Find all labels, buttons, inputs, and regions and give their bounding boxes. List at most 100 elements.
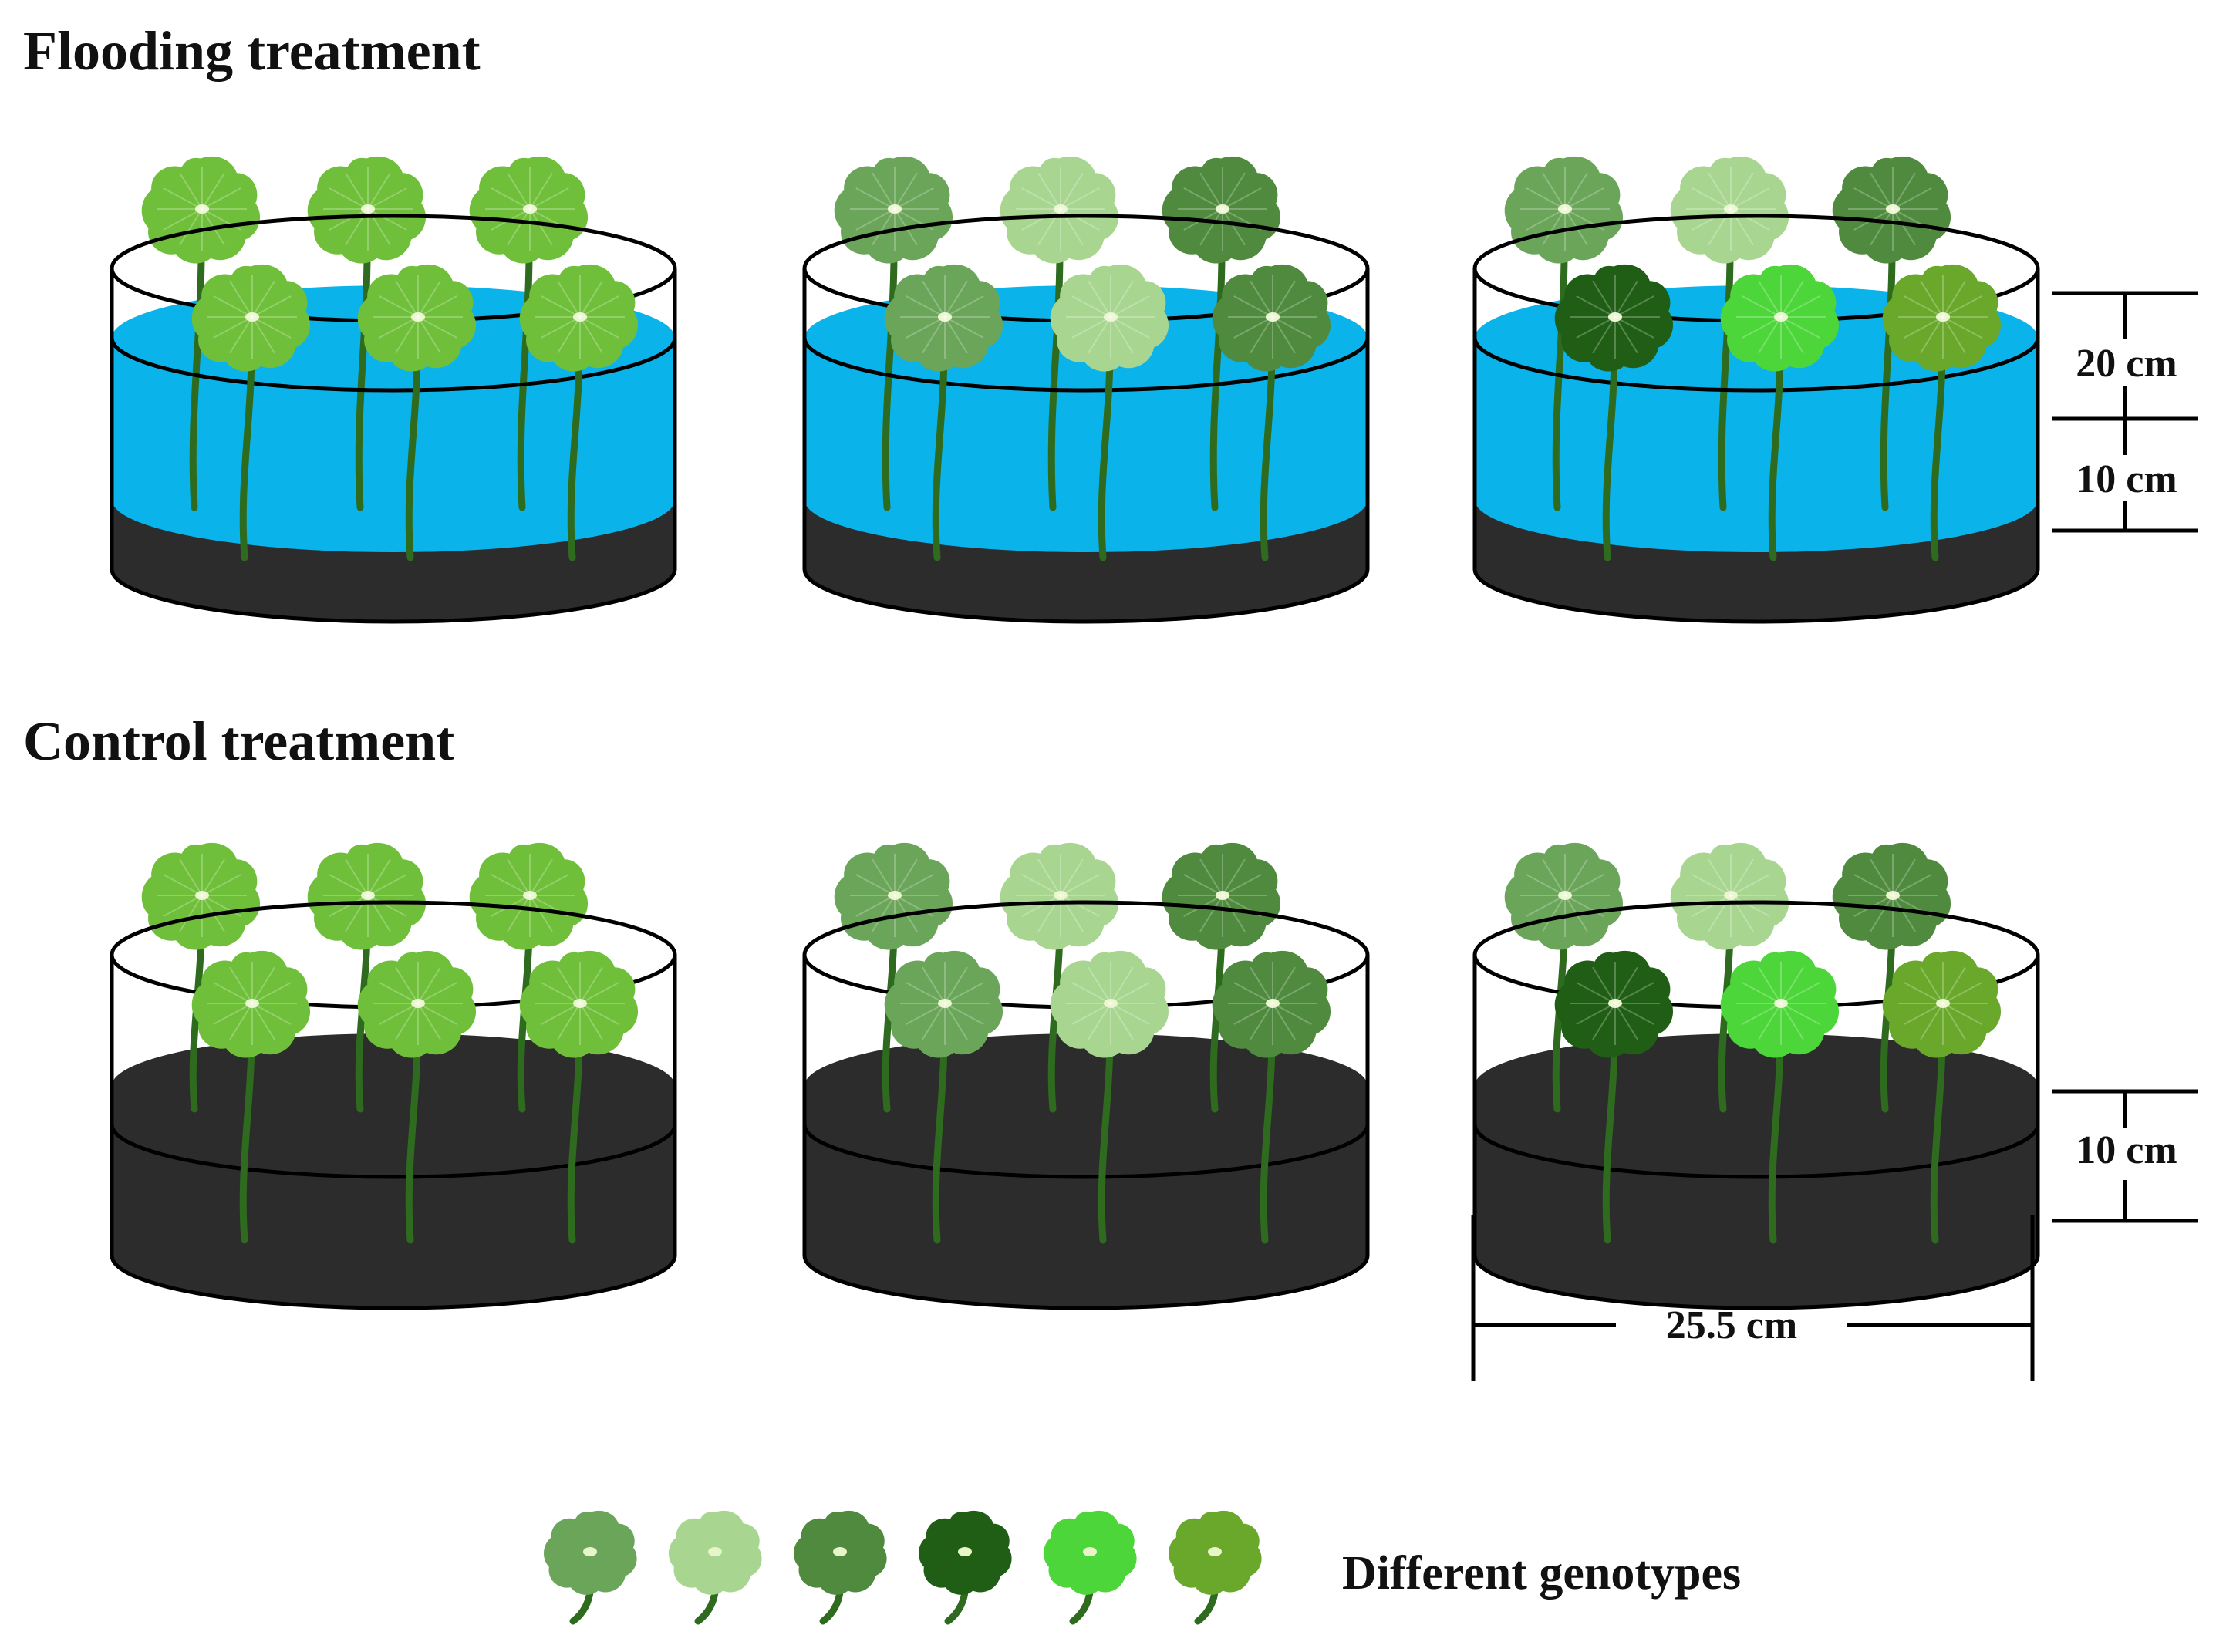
leaf-vein — [1614, 1003, 1638, 1040]
leaf-center — [1886, 204, 1900, 214]
leaf-vein — [491, 874, 531, 896]
leaf-vein — [1780, 316, 1820, 339]
leaf-vein — [1233, 295, 1273, 318]
leaf-vein — [1272, 316, 1296, 354]
leaf-vein — [529, 858, 553, 896]
leaf-vein — [1037, 858, 1061, 896]
leaf-vein — [1592, 280, 1616, 318]
leaf-vein — [1780, 280, 1804, 318]
leaf-vein — [529, 208, 553, 246]
leaf-vein — [529, 187, 569, 210]
leaf-vein — [1942, 1003, 1982, 1025]
leaf-vein — [1904, 982, 1944, 1004]
leaf-vein — [1060, 895, 1100, 917]
legend-genotype-2-icon — [668, 1510, 762, 1625]
leaf-vein — [417, 966, 441, 1004]
leaf-vein — [855, 874, 896, 896]
leaf-vein — [1233, 316, 1273, 339]
leaf-vein — [1780, 982, 1820, 1004]
leaf-vein — [1614, 982, 1654, 1004]
front-plant — [191, 950, 311, 1244]
leaf-vein — [1708, 172, 1732, 210]
leaf-vein — [922, 966, 946, 1004]
leaf-vein — [1576, 295, 1616, 318]
leaf-vein — [1183, 874, 1223, 896]
legend-genotype-5-icon — [1043, 1510, 1137, 1625]
leaf-center — [1608, 999, 1622, 1008]
leaf-vein — [379, 982, 419, 1004]
leaf-vein — [541, 295, 581, 318]
leaf-vein — [541, 1003, 581, 1025]
control-pot-2 — [802, 842, 1370, 1310]
soil-depth-label: 10 cm — [2076, 457, 2177, 501]
leaf-vein — [1742, 982, 1782, 1004]
leaf-vein — [1730, 172, 1754, 210]
leaf-vein — [1576, 982, 1616, 1004]
leaf-vein — [329, 874, 369, 896]
leaf-center — [938, 999, 952, 1008]
leaf-center — [1104, 999, 1118, 1008]
leaf-vein — [579, 1003, 619, 1025]
diameter-bracket — [1471, 1215, 2035, 1381]
leaf-vein — [1110, 966, 1134, 1004]
leaf-vein — [894, 172, 918, 210]
leaf-vein — [579, 1003, 603, 1040]
pot-bottom — [110, 1255, 677, 1310]
leaf-vein — [229, 966, 253, 1004]
leaf-vein — [872, 858, 896, 896]
leaf-vein — [1110, 280, 1134, 318]
leaf-vein — [1272, 1003, 1312, 1025]
leaf-vein — [906, 1003, 946, 1025]
leaf-vein — [1272, 280, 1296, 318]
leaf-center — [523, 891, 537, 900]
leaf-vein — [1870, 172, 1894, 210]
leaf-vein — [367, 895, 407, 917]
leaf-vein — [1564, 187, 1604, 210]
leaf-vein — [1060, 858, 1084, 896]
leaf-vein — [491, 187, 531, 210]
leaf-vein — [557, 316, 581, 354]
leaf-vein — [417, 316, 457, 339]
control-pot-1 — [110, 842, 677, 1310]
leaf-vein — [855, 187, 896, 210]
leaf-center — [1558, 204, 1572, 214]
leaf-vein — [1692, 895, 1732, 917]
front-plant — [1720, 264, 1840, 561]
leaf-vein — [163, 895, 203, 917]
leaf-vein — [1904, 316, 1944, 339]
control-dimension-bracket — [2052, 1089, 2198, 1223]
leaf-center — [1216, 891, 1229, 900]
leaf-vein — [894, 187, 934, 210]
leaf-vein — [529, 874, 569, 896]
leaf-vein — [1250, 966, 1273, 1004]
leaf-vein — [1060, 187, 1100, 210]
soil-layer — [112, 1086, 675, 1308]
pot-bottom — [1472, 1255, 2040, 1310]
leaf-vein — [1071, 982, 1111, 1004]
leaf-vein — [1708, 858, 1732, 896]
leaf-center — [708, 1547, 722, 1556]
leaf-vein — [906, 982, 946, 1004]
leaf-center — [958, 1547, 972, 1556]
front-plant — [884, 264, 1003, 561]
back-plant — [1504, 156, 1624, 511]
leaf-vein — [1853, 874, 1894, 896]
leaf-center — [1216, 204, 1229, 214]
leaf-vein — [1758, 280, 1782, 318]
leaf-vein — [1614, 966, 1638, 1004]
leaf-vein — [894, 874, 934, 896]
leaf-vein — [1564, 172, 1588, 210]
leaf-vein — [417, 982, 457, 1004]
leaf-vein — [1730, 187, 1770, 210]
leaf-vein — [367, 208, 407, 231]
leaf-center — [411, 999, 425, 1008]
leaf-vein — [229, 280, 253, 318]
front-plant — [519, 264, 639, 561]
leaf-vein — [251, 295, 292, 318]
flooding-pot-2 — [802, 156, 1370, 624]
leaf-vein — [944, 295, 984, 318]
pot-bottom — [1472, 568, 2040, 624]
leaf-vein — [367, 187, 407, 210]
leaf-vein — [579, 966, 603, 1004]
leaf-vein — [1526, 187, 1566, 210]
